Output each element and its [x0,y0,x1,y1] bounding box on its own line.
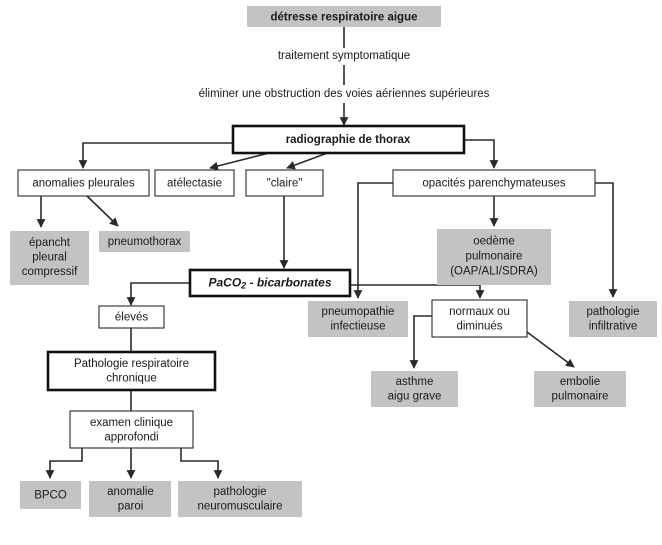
connector-normaux-to-embolie [526,331,575,368]
node-epanchement-pleural-compressif[interactable]: épancht pleural compressif [10,231,89,285]
node-asthme-aigu-grave[interactable]: asthme aigu grave [371,371,458,407]
connector-examen-to-bpco [45,448,83,479]
node-label-chronique-1: Pathologie respiratoire [74,358,189,370]
node-label-eleves: élevés [115,312,148,324]
node-eleves[interactable]: élevés [98,305,165,329]
svg-text:PaCO2 - bicarbonates: PaCO2 - bicarbonates [208,276,331,291]
node-pneumothorax[interactable]: pneumothorax [99,231,190,252]
node-eliminer-obstruction: éliminer une obstruction des voies aérie… [199,88,490,100]
node-label-step1: traitement symptomatique [278,50,410,62]
node-label-anomalie-paroi-2: paroi [118,501,144,513]
node-label-epanchement-1: épancht [29,237,71,249]
connector-xray-to-pleural [78,142,257,169]
node-label-pneumopathie-1: pneumopathie [322,306,395,318]
node-label-paco2-suffix: - bicarbonates [246,276,332,290]
node-label-embolie-2: pulmonaire [552,391,609,403]
node-label-pneumothorax: pneumothorax [108,236,182,248]
node-label-neuromusculaire-1: pathologie [213,486,266,498]
node-paco2-bicarbonates[interactable]: PaCO2 - bicarbonates [188,268,352,298]
node-oedeme-pulmonaire[interactable]: oedème pulmonaire (OAP/ALI/SDRA) [437,229,551,285]
node-label-asthme-2: aigu grave [388,391,442,403]
connector-normaux-to-asthme [409,315,432,369]
node-label-step2: éliminer une obstruction des voies aérie… [199,88,490,100]
node-label-xray: radiographie de thorax [286,134,411,146]
node-pathologie-neuromusculaire[interactable]: pathologie neuromusculaire [178,481,302,517]
node-traitement-symptomatique: traitement symptomatique [278,50,410,62]
node-label-embolie-1: embolie [560,376,600,388]
node-pathologie-respiratoire-chronique[interactable]: Pathologie respiratoire chronique [46,350,217,392]
connector-xray-to-opacites [464,139,499,169]
node-examen-clinique-approfondi[interactable]: examen clinique approfondi [69,410,194,449]
node-label-neuromusculaire-2: neuromusculaire [197,501,282,513]
connector-xray-to-claire [286,151,331,170]
node-anomalies-pleurales[interactable]: anomalies pleurales [17,169,150,197]
node-label-oedeme-3: (OAP/ALI/SDRA) [450,266,538,278]
node-label-opacites: opacités parenchymateuses [422,178,565,190]
node-embolie-pulmonaire[interactable]: embolie pulmonaire [534,371,626,407]
node-label-examen-2: approfondi [104,432,158,444]
node-label-epanchement-2: pleural [32,252,67,264]
connector-xray-to-atelectasie [209,151,274,171]
connector-pleural-to-pneumothorax [86,195,119,227]
node-label-infiltrative-1: pathologie [586,306,639,318]
node-label-pneumopathie-2: infectieuse [331,321,386,333]
node-detresse-respiratoire-aigue[interactable]: détresse respiratoire aigue [247,6,441,27]
connector-paco2-to-normaux [416,284,485,299]
node-bpco[interactable]: BPCO [20,481,81,509]
node-atelectasie[interactable]: atélectasie [154,169,235,197]
node-label-asthme-1: asthme [396,376,434,388]
node-pneumopathie-infectieuse[interactable]: pneumopathie infectieuse [308,301,408,337]
connector-opacites-to-infiltrative [595,182,618,298]
node-label-root: détresse respiratoire aigue [270,12,417,24]
node-label-infiltrative-2: infiltrative [589,321,638,333]
node-label-atelectasie: atélectasie [167,178,222,190]
node-normaux-ou-diminues[interactable]: normaux ou diminués [431,299,528,338]
node-label-bpco: BPCO [34,490,67,502]
connector-examen-to-neuromusculaire [180,448,223,479]
node-label-anomalie-paroi-1: anomalie [107,486,154,498]
node-label-chronique-2: chronique [106,373,157,385]
node-anomalie-paroi[interactable]: anomalie paroi [89,481,171,517]
node-label-paco2-prefix: PaCO [208,276,241,290]
node-label-oedeme-1: oedème [473,236,515,248]
node-label-normaux-2: diminués [456,321,502,333]
node-label-claire: "claire" [267,178,303,190]
node-label-oedeme-2: pulmonaire [466,251,523,263]
node-label-epanchement-3: compressif [22,266,78,278]
node-label-pleural: anomalies pleurales [32,178,135,190]
connector-opacites-to-pneumopathie [353,182,393,299]
node-label-normaux-1: normaux ou [449,306,510,318]
node-pathologie-infiltrative[interactable]: pathologie infiltrative [569,301,657,337]
node-claire[interactable]: "claire" [245,169,324,197]
node-radiographie-de-thorax[interactable]: radiographie de thorax [231,124,466,155]
node-opacites-parenchymateuses[interactable]: opacités parenchymateuses [392,169,596,197]
node-label-examen-1: examen clinique [90,417,173,429]
node-label-paco2-subscript: 2 [240,281,246,291]
